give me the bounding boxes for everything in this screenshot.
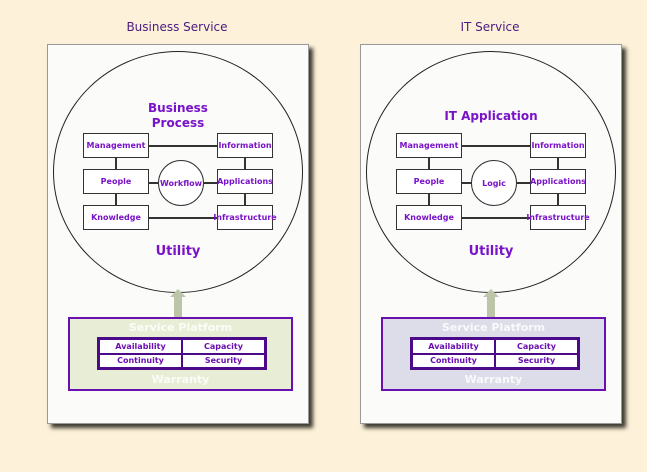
heading-line: Process [151, 116, 205, 130]
component-box: Information [217, 133, 273, 158]
connector [149, 217, 217, 219]
platform-label: Service Platform [441, 321, 546, 334]
connector [462, 145, 530, 147]
center-circle: Workflow [158, 160, 204, 206]
arrow-up-icon [170, 289, 186, 297]
circle-heading: Business Process [48, 101, 308, 131]
panel-title: Business Service [126, 20, 228, 34]
component-box: Management [396, 133, 462, 158]
component-box: People [396, 169, 462, 194]
component-box: Management [83, 133, 149, 158]
arrow-shaft [174, 295, 182, 317]
panel-title: IT Service [460, 20, 520, 34]
warranty-cell: Continuity [412, 353, 495, 368]
component-box: Infrastructure [526, 205, 590, 230]
component-box: Knowledge [396, 205, 462, 230]
warranty-cell: Availability [99, 339, 182, 354]
warranty-label: Warranty [464, 373, 523, 386]
heading-line: Business [148, 101, 208, 115]
warranty-cell: Security [182, 353, 265, 368]
warranty-cell: Capacity [182, 339, 265, 354]
warranty-cell: Security [495, 353, 578, 368]
component-box: Applications [530, 169, 586, 194]
component-box: Infrastructure [213, 205, 277, 230]
heading-line: IT Application [444, 109, 538, 123]
arrow-shaft [487, 295, 495, 317]
warranty-cell: Continuity [99, 353, 182, 368]
component-box: Information [530, 133, 586, 158]
center-circle: Logic [471, 160, 517, 206]
component-box: Knowledge [83, 205, 149, 230]
circle-heading: IT Application [361, 109, 621, 124]
arrow-up-icon [483, 289, 499, 297]
warranty-label: Warranty [151, 373, 210, 386]
connector [149, 145, 217, 147]
component-box: Applications [217, 169, 273, 194]
platform-label: Service Platform [128, 321, 233, 334]
warranty-cell: Capacity [495, 339, 578, 354]
connector [462, 217, 530, 219]
warranty-cell: Availability [412, 339, 495, 354]
utility-label: Utility [468, 244, 514, 259]
utility-label: Utility [155, 244, 201, 259]
component-box: People [83, 169, 149, 194]
